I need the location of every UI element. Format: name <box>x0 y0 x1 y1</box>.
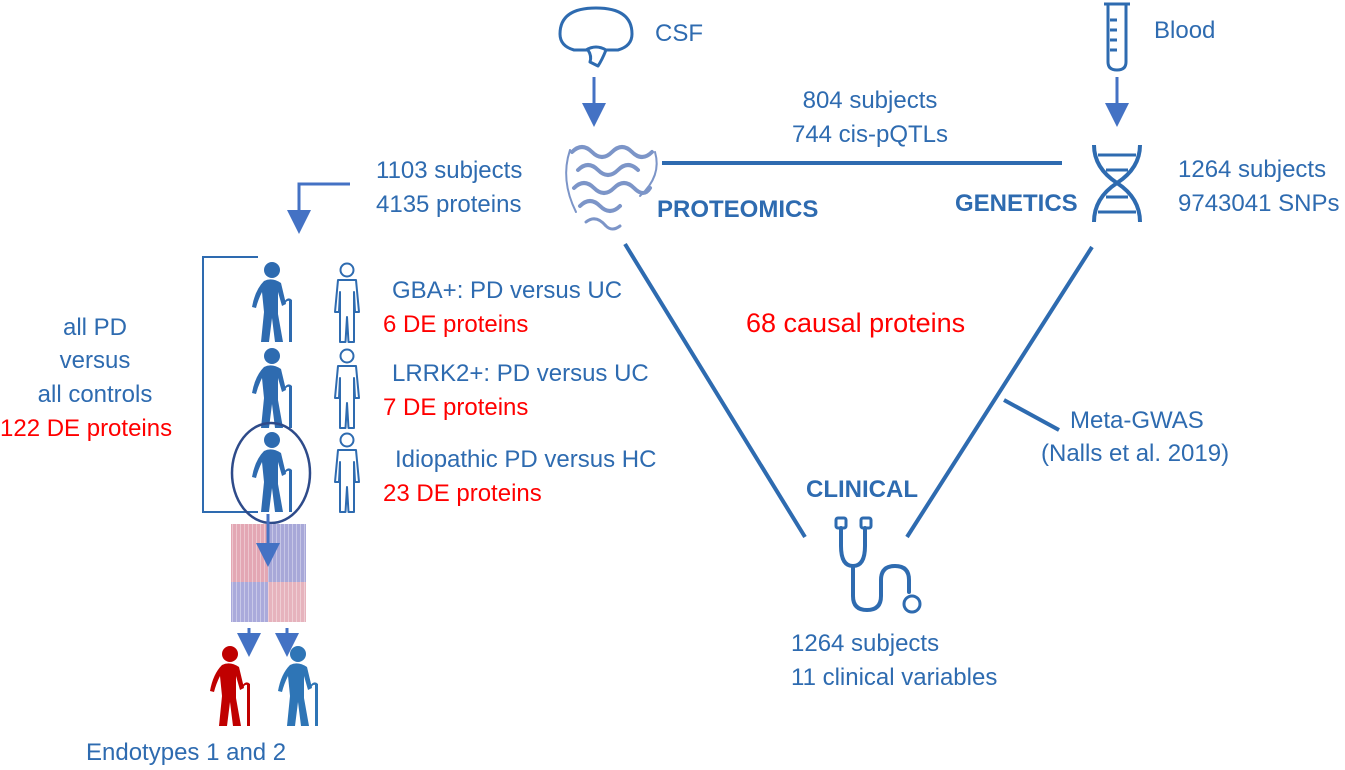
protein-icon <box>565 145 658 231</box>
edge-proteomics-clinical <box>623 242 807 539</box>
all-pd-de: 122 DE proteins <box>0 415 173 442</box>
group-idiopathic-de: 23 DE proteins <box>383 480 542 507</box>
dna-icon <box>1092 144 1142 223</box>
edge-genetics-clinical <box>905 245 1094 539</box>
proteomics-proteins: 4135 proteins <box>376 191 522 218</box>
control-icon-gba <box>334 262 360 343</box>
genetics-snps: 9743041 SNPs <box>1178 190 1340 217</box>
clinical-variables: 11 clinical variables <box>791 664 998 691</box>
group-idiopathic-label: Idiopathic PD versus HC <box>395 446 657 473</box>
pd-patient-icon-idiopathic <box>252 432 292 512</box>
heatmap <box>231 524 306 622</box>
all-pd-line2: versus <box>59 347 131 374</box>
pqtl-subjects: 804 subjects <box>802 87 938 114</box>
proteomics-subjects: 1103 subjects <box>376 157 523 184</box>
group-gba-de: 6 DE proteins <box>383 311 529 338</box>
genetics-subjects: 1264 subjects <box>1178 156 1327 183</box>
test-tube-icon <box>1104 2 1130 72</box>
groups-bracket <box>202 256 258 513</box>
group-gba-label: GBA+: PD versus UC <box>392 277 623 304</box>
group-lrrk2-label: LRRK2+: PD versus UC <box>392 360 649 387</box>
idiopathic-highlight-circle <box>230 421 312 525</box>
endotypes-label: Endotypes 1 and 2 <box>86 739 287 766</box>
gwas-line1: Meta-GWAS <box>1070 407 1204 434</box>
brain-icon <box>558 6 634 68</box>
blood-label: Blood <box>1154 17 1216 44</box>
endotype2-icon <box>278 646 318 726</box>
groups-arrow <box>287 182 350 234</box>
pqtl-count: 744 cis-pQTLs <box>791 121 949 148</box>
genetics-title: GENETICS <box>955 190 1078 217</box>
all-pd-line3: all controls <box>37 381 153 408</box>
causal-proteins: 68 causal proteins <box>746 308 966 338</box>
all-pd-line1: all PD <box>62 314 128 341</box>
control-icon-idiopathic <box>334 432 360 513</box>
group-lrrk2-de: 7 DE proteins <box>383 394 529 421</box>
csf-label: CSF <box>655 20 703 47</box>
clinical-title: CLINICAL <box>806 476 918 503</box>
endotype1-icon <box>210 646 250 726</box>
clinical-subjects: 1264 subjects <box>791 630 940 657</box>
proteomics-title: PROTEOMICS <box>657 196 819 223</box>
pd-patient-icon-lrrk2 <box>252 348 292 428</box>
control-icon-lrrk2 <box>334 348 360 429</box>
gwas-connector <box>1003 398 1060 432</box>
stethoscope-icon <box>834 516 922 614</box>
gwas-line2: (Nalls et al. 2019) <box>1041 440 1230 467</box>
pd-patient-icon-gba <box>252 262 292 342</box>
